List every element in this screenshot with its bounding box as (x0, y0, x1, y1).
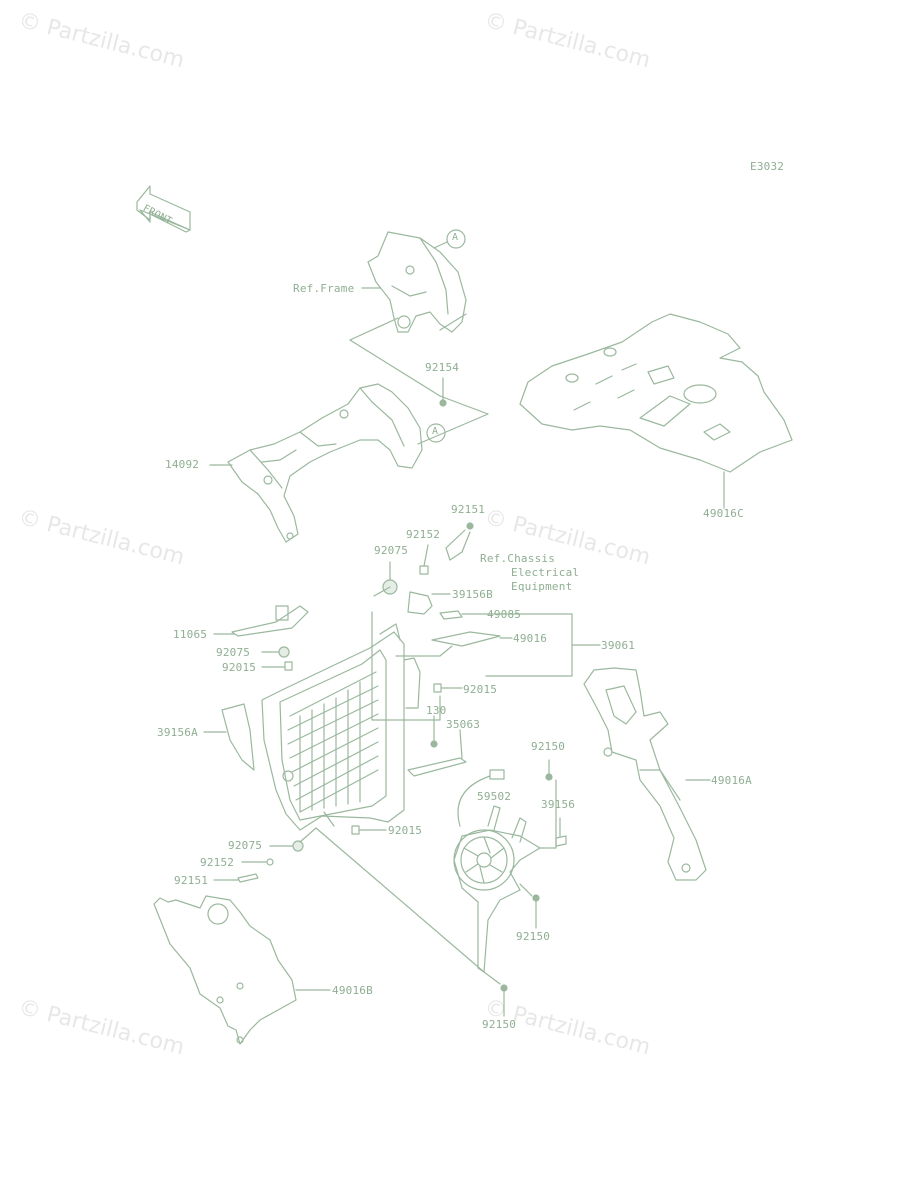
part-number-35063: 35063 (446, 718, 481, 731)
ref-chassis-note: Electrical (511, 566, 580, 579)
ref-chassis-note: Ref.Chassis (480, 552, 556, 565)
front-arrow-icon (136, 185, 191, 233)
part-number-130: 130 (426, 704, 447, 717)
part-number-92150: 92150 (531, 740, 566, 753)
part-number-92152: 92152 (406, 528, 441, 541)
part-number-92151: 92151 (174, 874, 209, 887)
part-number-39156B: 39156B (452, 588, 493, 601)
callout-a-label: A (452, 232, 459, 243)
part-number-39061: 39061 (601, 639, 636, 652)
side-shroud-part (583, 667, 707, 881)
part-number-59502: 59502 (477, 790, 512, 803)
part-number-39156: 39156 (541, 798, 576, 811)
part-number-49016: 49016 (513, 632, 548, 645)
frame-bracket-part (367, 231, 467, 333)
part-number-49016B: 49016B (332, 984, 373, 997)
part-number-92151: 92151 (451, 503, 486, 516)
part-number-92150: 92150 (516, 930, 551, 943)
part-number-92075: 92075 (374, 544, 409, 557)
part-number-92152: 92152 (200, 856, 235, 869)
subframe-part (227, 383, 423, 543)
part-number-92015: 92015 (222, 661, 257, 674)
part-number-92154: 92154 (425, 361, 460, 374)
part-number-92075: 92075 (228, 839, 263, 852)
part-number-92150: 92150 (482, 1018, 517, 1031)
part-number-92075: 92075 (216, 646, 251, 659)
part-number-14092: 14092 (165, 458, 200, 471)
cooling-fan-part (453, 769, 541, 973)
ref-frame-note: Ref.Frame (293, 282, 355, 295)
part-number-92015: 92015 (463, 683, 498, 696)
part-number-39156A: 39156A (157, 726, 198, 739)
undercover-part (519, 313, 793, 473)
part-number-11065: 11065 (173, 628, 208, 641)
lower-cover-part (153, 895, 297, 1045)
callout-a-label: A (432, 426, 439, 437)
part-number-92015: 92015 (388, 824, 423, 837)
part-number-49016A: 49016A (711, 774, 752, 787)
ref-chassis-note: Equipment (511, 580, 573, 593)
radiator-part (261, 623, 421, 831)
diagram-code-label: E3032 (750, 160, 785, 173)
part-number-49085: 49085 (487, 608, 522, 621)
part-number-49016C: 49016C (703, 507, 744, 520)
